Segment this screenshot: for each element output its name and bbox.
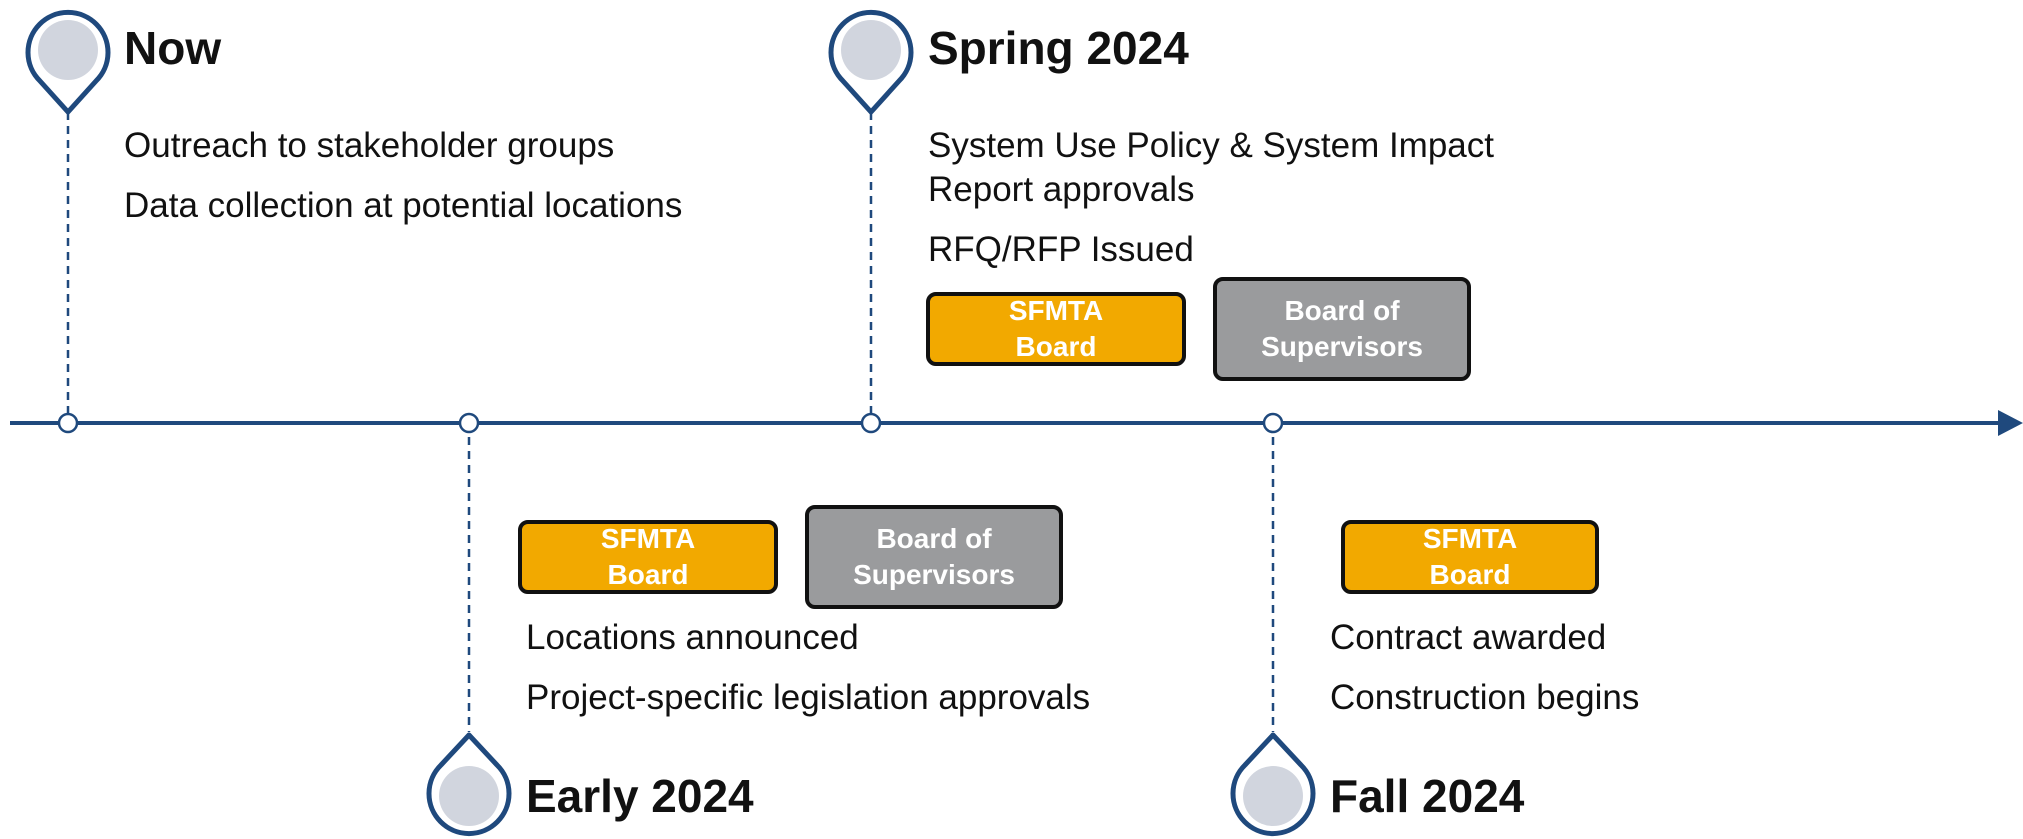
badge-label: SFMTA Board xyxy=(1422,523,1518,590)
sfmta-board-badge: SFMTA Board xyxy=(926,292,1186,366)
board-of-supervisors-badge: Board of Supervisors xyxy=(1213,277,1471,381)
sfmta-board-badge: SFMTA Board xyxy=(1341,520,1599,594)
badge-label: Board of Supervisors xyxy=(1261,295,1423,362)
timeline-dot xyxy=(458,412,480,434)
map-pin-icon xyxy=(426,732,512,837)
milestone-item: Construction begins xyxy=(1330,678,1640,717)
badge-label: SFMTA Board xyxy=(1008,295,1104,362)
milestone-title: Spring 2024 xyxy=(928,22,1189,74)
milestone-item: Contract awarded xyxy=(1330,618,1607,657)
badge-label: SFMTA Board xyxy=(600,523,696,590)
map-pin-icon xyxy=(828,9,914,115)
milestone-title: Now xyxy=(124,22,222,74)
map-pin-icon xyxy=(25,9,111,115)
map-pin-icon xyxy=(1230,732,1316,837)
milestone-item: Locations announced xyxy=(526,618,859,657)
board-of-supervisors-badge: Board of Supervisors xyxy=(805,505,1063,609)
milestone-item: Project-specific legislation approvals xyxy=(526,678,1091,717)
badge-label: Board of Supervisors xyxy=(853,523,1015,590)
milestone-item: Data collection at potential locations xyxy=(124,186,683,225)
milestone-item: RFQ/RFP Issued xyxy=(928,230,1194,269)
milestone-item: Outreach to stakeholder groups xyxy=(124,126,615,165)
arrow-right-icon xyxy=(1998,410,2023,436)
timeline-dot xyxy=(860,412,882,434)
milestone-title: Fall 2024 xyxy=(1330,770,1525,822)
timeline-dot xyxy=(1262,412,1284,434)
timeline-dot xyxy=(57,412,79,434)
sfmta-board-badge: SFMTA Board xyxy=(518,520,778,594)
milestone-title: Early 2024 xyxy=(526,770,754,822)
milestone-item: System Use Policy & System Impact Report… xyxy=(928,126,1494,209)
